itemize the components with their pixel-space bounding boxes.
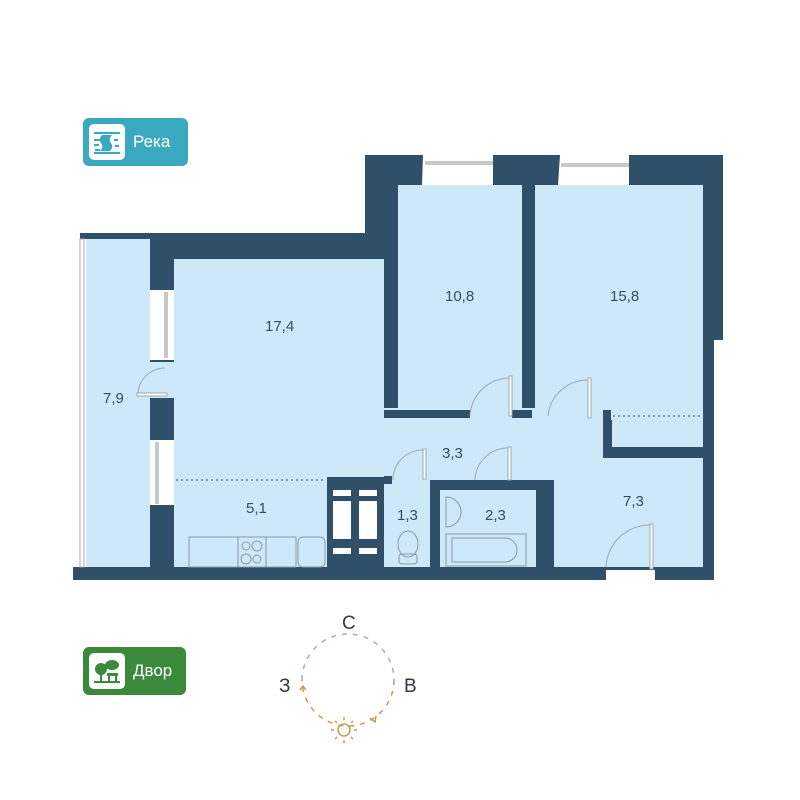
washbasin-icon [445, 496, 462, 528]
room-area-balcony: 7,9 [103, 390, 124, 407]
tree-bench-icon [89, 653, 125, 689]
room-area-living: 17,4 [265, 318, 294, 335]
room-balcony [86, 239, 150, 567]
zone-lines [176, 415, 700, 481]
arrow-icon [369, 715, 377, 724]
room-living [174, 259, 703, 567]
river-view-badge: Река [83, 118, 188, 166]
compass-west: З [279, 676, 290, 697]
room-area-kitchen: 5,1 [246, 500, 267, 517]
compass: С В З [279, 613, 417, 743]
floors [86, 185, 703, 567]
room-area-toilet: 1,3 [397, 507, 418, 524]
arrow-icon [299, 684, 307, 691]
room-bedroom-1 [398, 185, 522, 408]
room-area-entrance: 7,3 [623, 493, 644, 510]
room-toilet [384, 490, 430, 567]
compass-north: С [342, 613, 356, 634]
room-area-bedroom-1: 10,8 [445, 288, 474, 305]
bath-fixtures [397, 496, 527, 567]
room-bedroom-2 [535, 185, 703, 447]
kitchen-fixtures [188, 536, 326, 568]
sun-icon [331, 717, 357, 743]
toilet-icon [397, 530, 419, 558]
river-label: Река [133, 132, 171, 151]
compass-east: В [404, 676, 417, 697]
yard-label: Двор [133, 661, 173, 680]
sink-icon [297, 536, 326, 568]
bathtub-icon [445, 533, 527, 567]
river-icon [89, 124, 125, 160]
room-area-bathroom: 2,3 [485, 507, 506, 524]
windows [79, 155, 629, 568]
room-bathroom [440, 490, 536, 567]
wardrobe [333, 490, 377, 554]
doors [136, 367, 654, 570]
room-area-bedroom-2: 15,8 [610, 288, 639, 305]
room-area-hall: 3,3 [442, 445, 463, 462]
yard-view-badge: Двор [83, 647, 186, 695]
